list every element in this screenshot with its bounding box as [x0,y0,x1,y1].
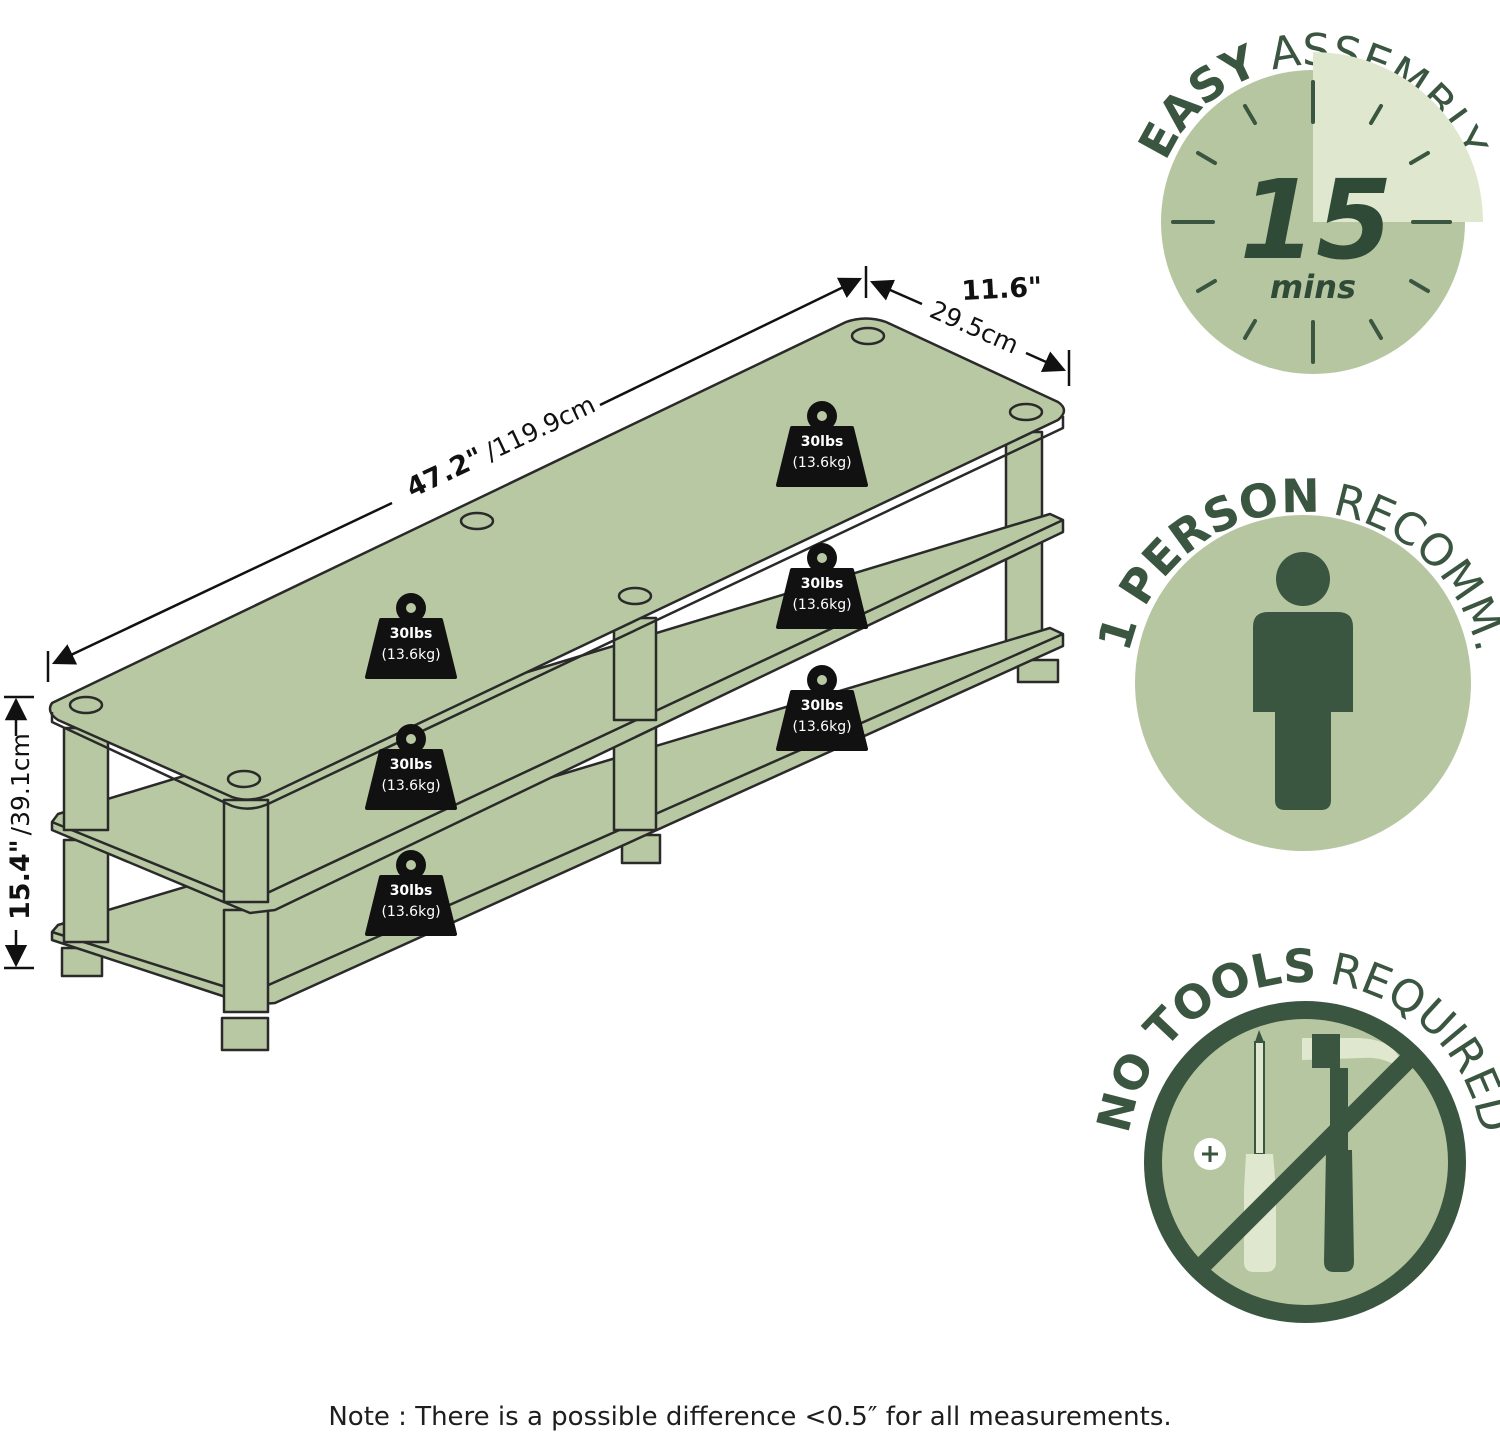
assembly-time-value: 15 [1239,156,1392,284]
assembly-time-unit: mins [1270,268,1356,306]
no-sign-icon [1144,1001,1466,1323]
post-hole [617,586,653,606]
lower-post [222,908,270,1014]
weight-lbs-label: 30lbs [390,757,433,773]
weight-lbs-label: 30lbs [801,576,844,592]
one-person-badge: 1 PERSONRECOMM. [1087,469,1500,851]
clock-icon: 15 mins [1161,52,1483,374]
height-inches: 15.4" [5,839,36,920]
tv-stand-illustration: 30lbs (13.6kg) 30lbs (13.6kg) 30lbs (13.… [48,317,1066,1052]
weight-tag-icon: 30lbs (13.6kg) [365,850,457,936]
easy-assembly-badge: EASYASSEMBLY 15 mins [1128,25,1496,374]
upper-post [62,726,110,832]
weight-tag-icon: 30lbs (13.6kg) [776,401,868,487]
no-tools-badge: NO TOOLSREQUIRED [1086,939,1500,1323]
weight-lbs-label: 30lbs [801,698,844,714]
lower-post [62,838,110,944]
post-hole [226,769,262,789]
post-hole [850,326,886,346]
post-hole [459,511,495,531]
weight-kg-label: (13.6kg) [381,647,440,663]
height-dimension [4,695,34,970]
foot [1016,658,1060,684]
depth-inches: 11.6" [961,272,1043,307]
post-hole [68,695,104,715]
top-shelf-edge [50,416,1065,810]
person-icon [1253,552,1353,810]
width-dimension [46,266,868,682]
measurement-note: Note : There is a possible difference <0… [328,1402,1172,1432]
height-label: 15.4" /39.1cm [5,733,36,920]
weight-kg-label: (13.6kg) [381,778,440,794]
weight-kg-label: (13.6kg) [381,904,440,920]
height-cm: /39.1cm [6,733,35,835]
foot [220,1016,270,1052]
weight-tag-icon: 30lbs (13.6kg) [776,543,868,629]
depth-dimension [869,279,1071,386]
weight-kg-label: (13.6kg) [792,719,851,735]
weight-lbs-label: 30lbs [801,434,844,450]
width-inches: 47.2" [402,442,488,505]
upper-post [612,616,658,722]
weight-lbs-label: 30lbs [390,626,433,642]
weight-tag-icon: 30lbs (13.6kg) [365,724,457,810]
weight-tag-icon: 30lbs (13.6kg) [776,665,868,751]
weight-tag-icon: 30lbs (13.6kg) [365,593,457,679]
upper-post [222,798,270,904]
weight-lbs-label: 30lbs [390,883,433,899]
post-hole [1008,402,1044,422]
weight-kg-label: (13.6kg) [792,455,851,471]
weight-kg-label: (13.6kg) [792,597,851,613]
